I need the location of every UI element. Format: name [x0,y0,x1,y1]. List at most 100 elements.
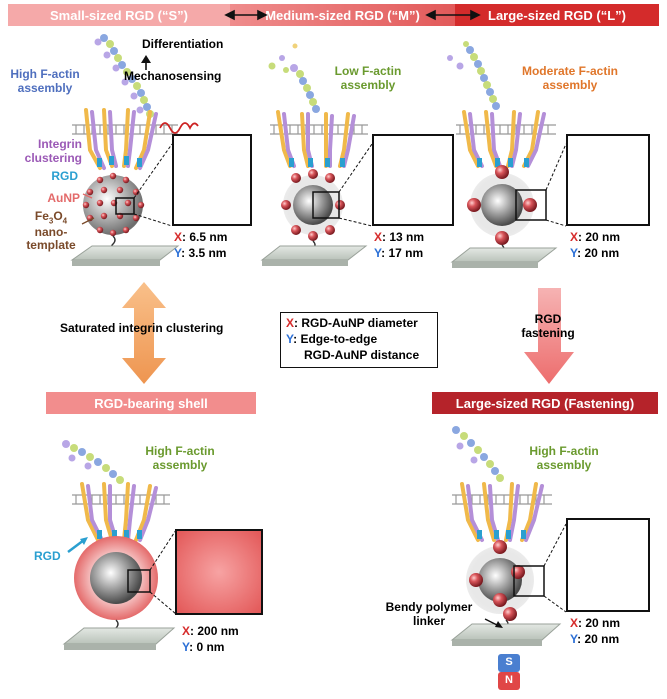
y-val: : 0 nm [189,640,225,654]
y-value-shell: Y: 0 nm [182,640,225,655]
moderate-factin-line2: assembly [542,77,598,92]
high-factin-text: High F-actin assembly [10,67,80,95]
panel-shell-graphics [62,440,263,650]
banner-medium: Medium-sized RGD (“M”) [230,4,455,26]
actin-filament-fastening [452,426,504,482]
zoom-box-large [566,134,650,226]
actin-filament-shell [62,440,124,484]
y-val: : 17 nm [381,246,424,260]
legend-y-text: : Edge-to-edge [293,332,378,346]
banner-fastening: Large-sized RGD (Fastening) [432,392,658,414]
actin-filament-large [447,41,500,110]
fastening-factin-line2: assembly [536,457,592,472]
x-val: : 6.5 nm [182,230,228,244]
nano-text: nano- [34,224,68,239]
saturated-integrin-label: Saturated integrin clustering [60,321,224,335]
low-factin-label: Low F-actin assembly [318,64,418,93]
zoom-box-fastening [566,518,650,612]
magnet-icon [498,654,520,690]
fastening-arrow [524,288,574,384]
banner-medium-label: Medium-sized RGD (“M”) [265,7,420,23]
legend-y-line2: RGD-AuNP distance [304,348,420,362]
panel-fastening-graphics [450,426,639,690]
x-value-large: X: 20 nm [570,230,621,245]
banner-small: Small-sized RGD (“S”) [8,4,230,26]
substrate-medium [260,245,368,261]
zoom-box-small [172,134,252,226]
rgd-label-small: RGD [51,169,78,183]
y-val: : 20 nm [577,246,620,260]
banner-double-arrow-right [425,9,481,21]
shell-factin-line1: High F-actin [145,444,215,458]
shell-factin-line2: assembly [152,457,208,472]
banner-small-label: Small-sized RGD (“S”) [50,7,188,23]
substrate-shell [62,627,176,645]
x-key: X [374,230,383,244]
moderate-factin-label: Moderate F-actin assembly [508,64,632,93]
integrins-medium [276,110,356,168]
banner-double-arrow-left [224,9,268,21]
x-val: : 13 nm [382,230,425,244]
y-val: : 20 nm [577,632,620,646]
fe-sub: 3 [48,216,54,226]
integrin-clustering-label: Integrin clustering [0,137,82,166]
y-key: Y [570,246,578,260]
large-aunps [467,165,537,245]
fastening-factin-line1: High F-actin [529,444,599,458]
rgd-markers-small [97,156,142,167]
y-value-large: Y: 20 nm [570,246,620,261]
legend-x: X: RGD-AuNP diameter [286,316,418,331]
legend-y: Y: Edge-to-edge [286,332,378,347]
banner-shell: RGD-bearing shell [46,392,256,414]
legend-box [280,312,438,368]
x-value-small: X: 6.5 nm [174,230,228,245]
rgd-label-shell: RGD [34,549,61,563]
o-text: O [53,209,63,223]
x-key: X [182,624,191,638]
legend-x-key: X [286,316,295,330]
y-key: Y [570,632,578,646]
mechanosensing-wave [159,122,199,134]
x-value-fastening: X: 20 nm [570,616,621,631]
magnet-s-label: S [505,656,513,668]
y-key: Y [374,246,382,260]
x-key: X [570,230,579,244]
x-val: : 20 nm [578,230,621,244]
actin-filament-medium [268,43,320,113]
magnet-n-label: N [505,674,513,686]
banner-fastening-label: Large-sized RGD (Fastening) [455,395,635,411]
medium-aunps [281,169,345,241]
low-factin-line2: assembly [340,77,396,92]
legend-y-key: Y [286,332,294,346]
shell-zoom-box [175,529,263,615]
fastening-line2: fastening [521,325,575,340]
y-value-fastening: Y: 20 nm [570,632,620,647]
high-factin-label-small: High F-actin assembly [0,67,90,96]
small-aunps [82,172,145,237]
substrate-large [450,247,558,263]
substrate-small [70,245,180,261]
bendy-linker-label: Bendy polymer linker [374,600,484,629]
x-val: : 20 nm [578,616,621,630]
x-value-medium: X: 13 nm [374,230,425,245]
integrins-shell [80,482,158,542]
o-sub: 4 [62,216,68,226]
x-val: : 200 nm [190,624,239,638]
y-value-medium: Y: 17 nm [374,246,424,261]
rgd-fastening-label: RGD fastening [498,312,598,341]
integrins-small [84,108,158,170]
x-value-shell: X: 200 nm [182,624,239,639]
high-factin-label-fastening: High F-actin assembly [514,444,614,473]
integrins-large [462,110,546,168]
y-key: Y [182,640,190,654]
fe-text: Fe [34,209,49,223]
banner-large: Large-sized RGD (“L”) [455,4,659,26]
template-text: template [26,238,76,253]
high-factin-label-shell: High F-actin assembly [130,444,230,473]
linker-line1: Bendy polymer [385,600,473,614]
fe3o4-label: Fe3O4 nano- template [20,209,82,253]
banner-large-label: Large-sized RGD (“L”) [488,7,626,23]
low-factin-line1: Low F-actin [334,64,402,78]
x-key: X [570,616,579,630]
zoom-box-medium [372,134,454,226]
